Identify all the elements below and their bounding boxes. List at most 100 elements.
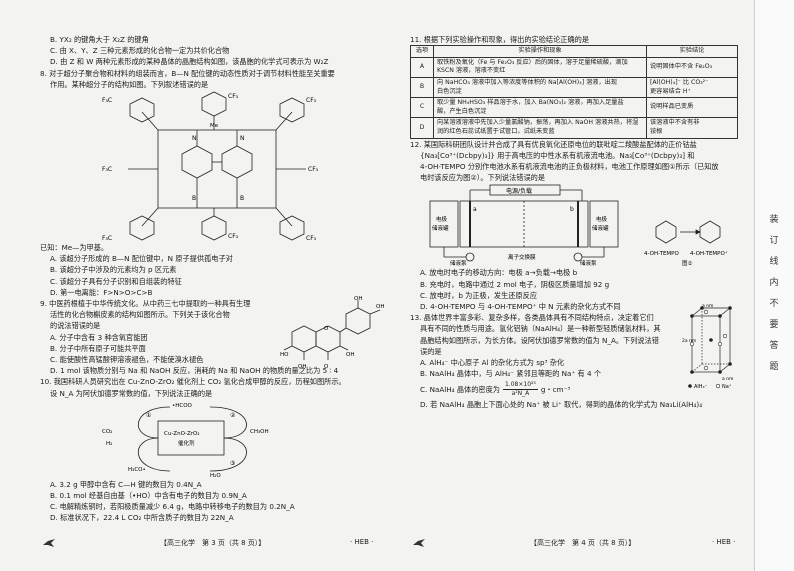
right-page: 11. 根据下列实验操作和现象，得出的实验结论正确的是 选项 实验操作和现象 实… xyxy=(410,34,740,411)
q12-stem-line1: 12. 某国际科研团队设计并合成了具有优良氧化还原电位的联吡啶二羧酸盐配体的正价… xyxy=(410,139,697,149)
q8-stem-line1: 8. 对于超分子聚合物和材料的组装而言，B—N 配位键的动态性质对于调节材料性能… xyxy=(40,68,335,78)
o-label: O xyxy=(324,364,329,370)
cell-line: 酸，产生白色沉淀 xyxy=(437,107,487,115)
left-page: B. YX₂ 的键角大于 X₂Z 的键角 C. 由 X、Y、Z 三种元素形成的化… xyxy=(40,34,390,524)
q9-option-b: B. 分子中所有原子可能共平面 xyxy=(50,343,146,353)
q12-option-d: D. 4-OH-TEMPO 与 4-OH-TEMPO⁺ 中 N 元素的杂化方式不… xyxy=(420,301,621,311)
q10-stem-line1: 10. 我国科研人员研究出在 Cu-ZnO-ZrO₂ 催化剂上 CO₂ 氢化合成… xyxy=(40,377,346,387)
table-cell-operation: 向 NaHCO₃ 溶液中加入等浓度等体积的 Na[Al(OH)₄] 溶液，出现白… xyxy=(433,76,647,99)
q13-stem-line1: 13. 晶体世界丰富多彩、复杂多样，各类晶体具有不同结构特点，决定着它们 xyxy=(410,313,654,323)
q9-option-a: A. 分子中含有 3 种含氧官能团 xyxy=(50,332,148,342)
q12-stem-line2: {Na₃[Co³⁺(Dcbpy)₃]} 用于高电压的中性水系有机液流电池。Na₃… xyxy=(420,150,695,160)
q10-option-c: C. 电解精炼铜时，若阳极质量减少 6.4 g，电路中转移电子的数目为 0.2N… xyxy=(50,502,295,512)
table-row: D 向某溶液溶液中先加入少量氯酸钠，振荡，再加入 NaOH 溶液共热，将湿润的红… xyxy=(410,117,738,139)
q8-supramolecule-figure: F₃C CF₃ F₃C CF₃ F₃C CF₃ CF₃ CF₃ N N B B … xyxy=(102,91,319,242)
table-cell-operation: 向某溶液溶液中先加入少量氯酸钠，振荡，再加入 NaOH 溶液共热，将湿润的红色石… xyxy=(433,117,647,139)
q8-stem-line2: 作用。某种超分子的结构如图。下列叙述错误的是 xyxy=(50,79,209,89)
co2-label: CO₂ xyxy=(102,429,112,435)
cell-line: 润的红色石蕊试纸置于试管口，试纸未变蓝 xyxy=(437,127,555,135)
binding-char: 装 xyxy=(769,215,779,225)
q8-option-a: A. 该超分子形成的 B—N 配位键中，N 原子提供孤电子对 xyxy=(50,254,233,264)
edge-label: a nm xyxy=(702,304,713,309)
electrode-a-label: a xyxy=(473,206,477,213)
legend-na-swatch xyxy=(715,384,721,389)
table-header-cell: 实验结论 xyxy=(646,45,738,58)
binding-notice: 装 订 线 内 不 要 答 题 xyxy=(767,210,781,378)
cell-line: 说明固体中不含 Fe₂O₃ xyxy=(650,63,713,71)
table-cell-option: A xyxy=(410,56,434,78)
oh-label: OH xyxy=(298,364,306,370)
right-tank-label2: 储液罐 xyxy=(592,224,609,232)
cell-line: [Al(OH)₄]⁻ 比 CO₃²⁻ xyxy=(650,78,709,86)
left-tank-label: 电极 xyxy=(436,215,448,223)
cf3-label: CF₃ xyxy=(228,233,239,240)
left-footer-code: · HEB · xyxy=(350,538,374,546)
binding-char: 要 xyxy=(769,320,779,330)
catalyst-sub-label: 催化剂 xyxy=(178,439,195,447)
q13-option-a: A. AlH₄⁻ 中心原子 Al 的杂化方式为 sp³ 杂化 xyxy=(420,357,565,367)
density-unit: g・cm⁻³ xyxy=(540,384,571,394)
q13-option-c: C. NaAlH₄ 晶体的密度为 xyxy=(420,384,500,394)
density-denominator: a²N_A xyxy=(511,389,530,397)
legend-alh4-label: AlH₄⁻ xyxy=(694,384,708,390)
bird-logo-icon xyxy=(413,539,425,547)
q12-option-b: B. 充电时，电路中通过 2 mol 电子，阴极区质量增加 92 g xyxy=(420,279,610,289)
q10-option-b: B. 0.1 mol 经基自由基（•HO）中含有电子的数目为 0.9N_A xyxy=(50,491,247,501)
table-header-cell: 选项 xyxy=(410,45,434,58)
tempo-label: 4-OH-TEMPO xyxy=(644,251,679,257)
cell-line: 向某溶液溶液中先加入少量氯酸钠，振荡，再加入 NaOH 溶液共热，将湿 xyxy=(437,119,639,127)
binding-char: 题 xyxy=(769,362,779,372)
right-footer-code: · HEB · xyxy=(712,538,736,546)
h3co-label: H₃CO• xyxy=(128,467,146,473)
catalyst-box xyxy=(157,420,225,456)
n-atom-label: N xyxy=(192,135,197,142)
q12-flow-battery-figure: 电源/负载 电极 储液罐 电极 储液罐 离子交换膜 a b 储液泵 储液泵 4-… xyxy=(429,184,728,267)
cell-line: 该溶液中不含有非 xyxy=(650,119,700,127)
cell-line: 说明样品已变质 xyxy=(650,103,694,111)
table-cell-option: C xyxy=(410,97,434,119)
q9-stem-line1: 9. 中医药根植于中华传统文化。从中药三七中提取的一种具有生理 xyxy=(40,299,251,309)
left-footer xyxy=(42,538,62,548)
q10-mechanism-figure: Cu-ZnO-ZrO₂ 催化剂 CO₂ H₂ •HCOO CH₃OH H₃CO•… xyxy=(102,403,269,479)
binding-margin: 装 订 线 内 不 要 答 题 xyxy=(754,0,794,571)
binding-char: 订 xyxy=(769,236,779,246)
edge-label: 2a nm xyxy=(682,338,696,344)
table-row: B 向 NaHCO₃ 溶液中加入等浓度等体积的 Na[Al(OH)₄] 溶液，出… xyxy=(410,76,738,99)
q9-option-c: C. 能使酸性高锰酸钾溶液褪色，不能使溴水褪色 xyxy=(50,355,204,365)
table-header-cell: 实验操作和现象 xyxy=(433,45,647,58)
cage-frame xyxy=(157,129,277,209)
q12-option-c: C. 放电时，b 为正极，发生还原反应 xyxy=(420,290,538,300)
binding-char: 线 xyxy=(769,257,779,267)
binding-char: 不 xyxy=(769,299,779,309)
left-tank-label2: 储液罐 xyxy=(432,224,449,232)
q13-option-b: B. NaAlH₄ 晶体中，与 AlH₄⁻ 紧邻且等距的 Na⁺ 有 4 个 xyxy=(420,369,602,379)
cf3-label: F₃C xyxy=(102,166,112,173)
electrode-b-label: b xyxy=(570,206,574,213)
step-label: ③ xyxy=(230,460,235,467)
b-atom-label: B xyxy=(240,195,244,202)
table-cell-conclusion: 说明样品已变质 xyxy=(646,97,738,119)
left-footer-text: 【高三化学 第 3 页（共 8 页）】 xyxy=(160,539,266,547)
cell-line: 取铁粉及氧化（Fe 与 Fe₂O₃ 反应）后的固体，溶于足量稀硫酸，滴加 xyxy=(437,58,628,66)
table-cell-conclusion: 该溶液中不含有非铵根 xyxy=(646,117,738,139)
ch3oh-label: CH₃OH xyxy=(250,429,269,435)
cf3-label: F₃C xyxy=(102,235,112,242)
q8-option-c: C. 该超分子具有分子识别和自组装的特征 xyxy=(50,276,182,286)
q9-option-d: D. 1 mol 该物质分别与 Na 和 NaOH 反应，消耗的 Na 和 Na… xyxy=(50,366,339,376)
membrane-label: 离子交换膜 xyxy=(508,253,536,261)
cf3-label: CF₃ xyxy=(306,97,317,104)
b-atom-label: B xyxy=(192,195,196,202)
table-cell-conclusion: [Al(OH)₄]⁻ 比 CO₃²⁻更容易结合 H⁺ xyxy=(646,76,738,99)
q11-table: 选项 实验操作和现象 实验结论 A 取铁粉及氧化（Fe 与 Fe₂O₃ 反应）后… xyxy=(410,45,738,139)
cell-line: 向 NaHCO₃ 溶液中加入等浓度等体积的 Na[Al(OH)₄] 溶液，出现 xyxy=(437,78,618,86)
q13-option-c-row: C. NaAlH₄ 晶体的密度为 1.08×10²³ a²N_A g・cm⁻³ xyxy=(410,379,740,399)
hcoo-label: •HCOO xyxy=(172,403,193,409)
h2o-label: H₂O xyxy=(210,473,221,479)
density-numerator: 1.08×10²³ xyxy=(502,380,538,390)
right-footer xyxy=(412,538,432,548)
oh-label: OH xyxy=(376,304,384,310)
power-load-label: 电源/负载 xyxy=(506,187,532,195)
